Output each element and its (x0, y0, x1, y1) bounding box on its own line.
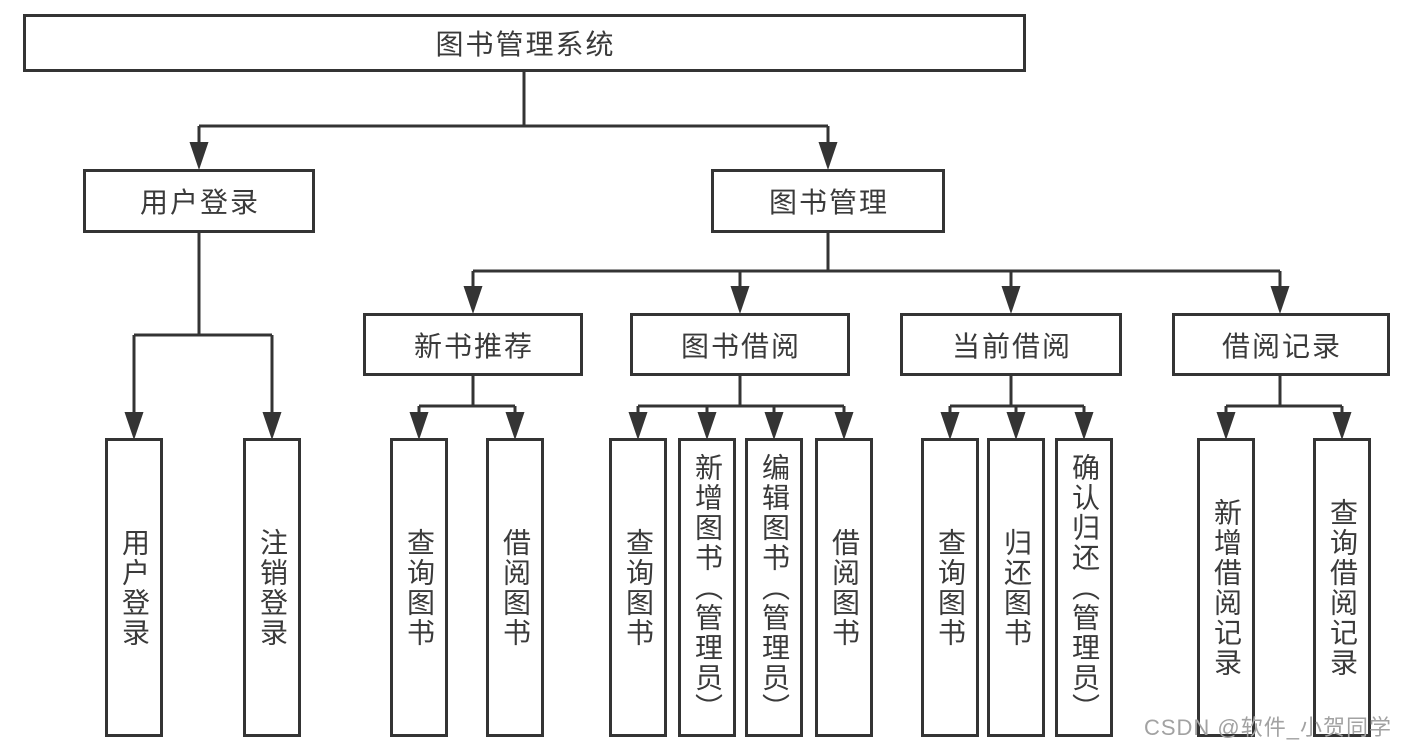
node-user-login-label: 用户登录 (139, 187, 260, 218)
node-new-book-recommend: 新书推荐 (363, 313, 583, 376)
node-new-book-recommend-label: 新书推荐 (413, 330, 534, 362)
node-library-management-system-label: 图书管理系统 (435, 29, 616, 60)
node-current-borrow: 当前借阅 (900, 313, 1122, 376)
leaf-current-query-books-label: 查询图书 (935, 527, 966, 648)
leaf-current-return-books-label: 归还图书 (1001, 527, 1032, 648)
leaf-newbook-query-books: 查询图书 (390, 438, 448, 737)
csdn-watermark: CSDN @软件_小贺同学 (1143, 715, 1392, 740)
connector-borrow-record-to-leaves (1216, 375, 1352, 440)
leaf-user-login-label: 用户登录 (119, 527, 150, 648)
connector-root-to-level2 (189, 71, 838, 170)
leaf-borrow-query-books: 查询图书 (609, 438, 667, 737)
leaf-current-confirm-return-admin-label: 确认归还（管理员） (1069, 452, 1100, 723)
leaf-logout-label: 注销登录 (257, 527, 288, 648)
leaf-current-query-books: 查询图书 (921, 438, 979, 737)
node-book-borrow: 图书借阅 (630, 313, 850, 376)
node-book-management: 图书管理 (711, 169, 945, 233)
leaf-borrow-query-books-label: 查询图书 (623, 527, 654, 648)
leaf-record-add-record: 新增借阅记录 (1197, 438, 1255, 737)
leaf-current-return-books: 归还图书 (987, 438, 1045, 737)
leaf-user-login: 用户登录 (105, 438, 163, 737)
connector-new-book-to-leaves (409, 375, 525, 440)
node-book-borrow-label: 图书借阅 (680, 330, 801, 362)
leaf-borrow-add-books-admin: 新增图书（管理员） (678, 438, 736, 737)
leaf-logout: 注销登录 (243, 438, 301, 737)
node-user-login: 用户登录 (83, 169, 315, 233)
leaf-borrow-borrow-books-label: 借阅图书 (829, 527, 860, 648)
leaf-record-query-record: 查询借阅记录 (1313, 438, 1371, 737)
connector-book-borrow-to-leaves (628, 375, 854, 440)
leaf-record-add-record-label: 新增借阅记录 (1211, 497, 1242, 678)
leaf-borrow-edit-books-admin: 编辑图书（管理员） (745, 438, 803, 737)
leaf-borrow-edit-books-admin-label: 编辑图书（管理员） (759, 452, 790, 723)
connector-user-login-to-leaves (124, 232, 282, 440)
node-current-borrow-label: 当前借阅 (951, 330, 1072, 362)
leaf-current-confirm-return-admin: 确认归还（管理员） (1055, 438, 1113, 737)
node-borrow-record-label: 借阅记录 (1221, 330, 1342, 362)
connector-book-management-to-level3 (463, 232, 1290, 314)
node-borrow-record: 借阅记录 (1172, 313, 1390, 376)
node-library-management-system: 图书管理系统 (23, 14, 1026, 72)
leaf-borrow-borrow-books: 借阅图书 (815, 438, 873, 737)
leaf-borrow-add-books-admin-label: 新增图书（管理员） (692, 452, 723, 723)
connector-current-borrow-to-leaves (940, 375, 1094, 440)
leaf-newbook-borrow-books-label: 借阅图书 (500, 527, 531, 648)
leaf-newbook-borrow-books: 借阅图书 (486, 438, 544, 737)
leaf-record-query-record-label: 查询借阅记录 (1327, 497, 1358, 678)
leaf-newbook-query-books-label: 查询图书 (404, 527, 435, 648)
node-book-management-label: 图书管理 (768, 187, 889, 218)
